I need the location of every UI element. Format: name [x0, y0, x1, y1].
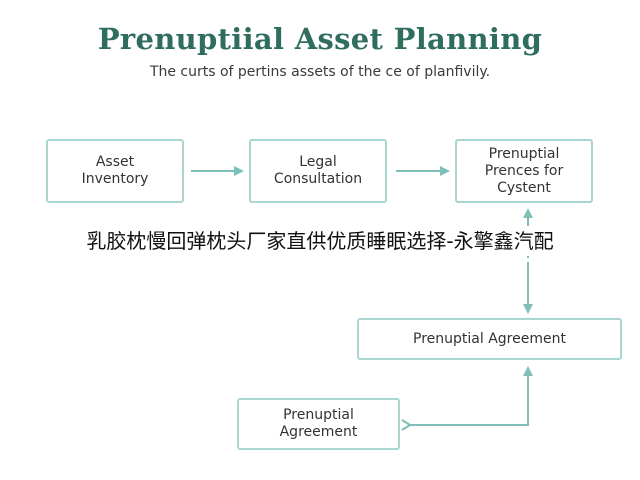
- node-prenuptial-agreement-main: Prenuptial Agreement: [357, 318, 622, 360]
- diagram-subtitle: The curts of pertins assets of the ce of…: [149, 64, 491, 80]
- diagram-title: Prenuptiial Asset Planning: [97, 22, 543, 56]
- node-line: Cystent: [497, 179, 551, 196]
- node-prenuptial-agreement-lower: Prenuptial Agreement: [237, 398, 400, 450]
- node-line: Inventory: [81, 171, 149, 187]
- node-prenuptial-process: Prenuptial Prences for Cystent: [455, 139, 593, 203]
- node-legal-consultation: Legal Consultation: [249, 139, 387, 203]
- node-line: Prences for: [484, 162, 564, 179]
- node-line: Prenuptial: [488, 145, 560, 162]
- node-asset-inventory: Asset Inventory: [46, 139, 184, 203]
- node-line: Consultation: [273, 171, 363, 187]
- overlay-caption: 乳胶枕慢回弹枕头厂家直供优质睡眠选择-永擎鑫汽配: [0, 226, 640, 256]
- node-line: Prenuptial Agreement: [413, 330, 566, 347]
- arrowhead-into-lower-agreement: [401, 419, 412, 431]
- node-line: Agreement: [279, 424, 358, 440]
- node-line: Asset: [95, 154, 135, 170]
- arrow-lower-to-agreement: [410, 366, 533, 426]
- node-line: Prenuptial: [283, 407, 354, 423]
- node-line: Legal: [299, 154, 337, 170]
